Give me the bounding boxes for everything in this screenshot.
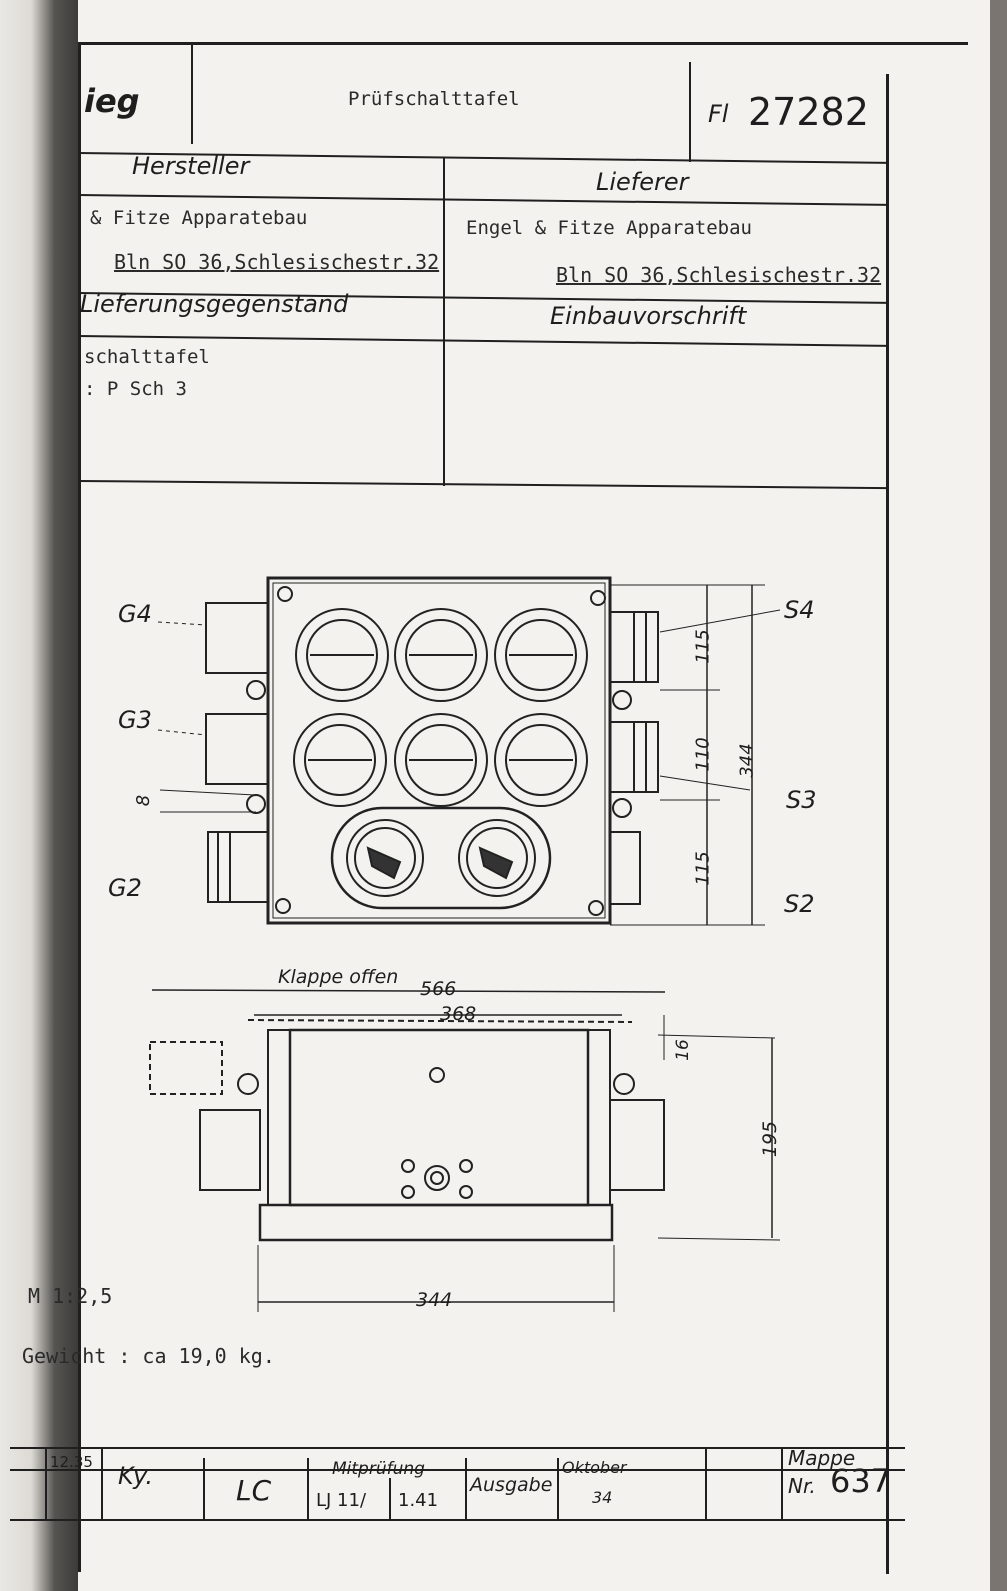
lieferer-address: Bln SO 36,Schlesischestr.32 bbox=[556, 263, 882, 287]
corner-screw-icon bbox=[590, 590, 606, 606]
label-g2: G2 bbox=[108, 874, 142, 902]
doc-number: 27282 bbox=[748, 90, 869, 134]
panel-front-outline bbox=[266, 576, 612, 925]
ausgabe-number: 34 bbox=[592, 1488, 613, 1507]
side-connector-left bbox=[199, 1109, 261, 1191]
document-title: Prüfschalttafel bbox=[348, 88, 520, 110]
footer-initials: LC bbox=[236, 1474, 272, 1507]
dim-344-bottom: 344 bbox=[416, 1289, 453, 1311]
footer-signature: Ky. bbox=[118, 1462, 154, 1490]
binding-shadow bbox=[0, 0, 78, 1591]
dim-115-top: 115 bbox=[692, 629, 714, 664]
dim-16: 16 bbox=[672, 1039, 693, 1061]
klappe-offen-label: Klappe offen bbox=[278, 966, 399, 988]
label-s3: S3 bbox=[786, 786, 817, 814]
mitpruefung-label: Mitprüfung bbox=[332, 1459, 425, 1479]
frame-left-header bbox=[78, 42, 81, 1572]
hersteller-company: & Fitze Apparatebau bbox=[90, 207, 308, 229]
gauge-row-2 bbox=[293, 713, 588, 807]
mappe-label: Mappe bbox=[788, 1446, 856, 1470]
ausgabe-label: Ausgabe bbox=[470, 1474, 553, 1496]
mappe-number: 637 bbox=[830, 1462, 892, 1500]
column-divider bbox=[443, 158, 445, 486]
mitpruefung-value-1: LJ 11/ bbox=[316, 1490, 367, 1511]
label-dim-8: 8 bbox=[133, 794, 155, 807]
connector-g3 bbox=[205, 713, 269, 785]
dim-110: 110 bbox=[692, 737, 714, 772]
ausgabe-signature: Oktober bbox=[562, 1458, 627, 1477]
corner-screw-icon bbox=[588, 900, 604, 916]
label-g3: G3 bbox=[118, 706, 152, 734]
item-type: : P Sch 3 bbox=[84, 378, 187, 400]
frame-top bbox=[78, 42, 968, 45]
corner-screw-icon bbox=[275, 898, 291, 914]
einbauvorschrift-label: Einbauvorschrift bbox=[550, 302, 747, 330]
frame-right bbox=[886, 74, 889, 1574]
weight-label: Gewicht : ca 19,0 kg. bbox=[22, 1344, 275, 1368]
lieferer-company: Engel & Fitze Apparatebau bbox=[466, 217, 752, 239]
header-divider-2 bbox=[689, 62, 691, 162]
label-s2: S2 bbox=[784, 890, 815, 918]
doc-number-prefix: Fl bbox=[708, 100, 729, 128]
corner-screw-icon bbox=[277, 586, 293, 602]
dim-566: 566 bbox=[420, 978, 457, 1000]
side-view-base bbox=[258, 1203, 614, 1242]
lieferungsgegenstand-label: Lieferungsgegenstand bbox=[80, 290, 349, 318]
side-view-body bbox=[288, 1028, 590, 1207]
hersteller-address: Bln SO 36,Schlesischestr.32 bbox=[114, 250, 440, 274]
connector-g4 bbox=[205, 602, 269, 674]
label-s4: S4 bbox=[784, 596, 815, 624]
hersteller-label: Hersteller bbox=[132, 152, 250, 180]
logo-fragment: ieg bbox=[84, 82, 140, 120]
side-connector-right bbox=[609, 1099, 665, 1191]
dim-368: 368 bbox=[440, 1003, 477, 1025]
connector-s2 bbox=[609, 831, 641, 905]
connector-g2 bbox=[207, 831, 269, 903]
header-divider-1 bbox=[191, 44, 193, 144]
dim-115-bottom: 115 bbox=[692, 851, 714, 886]
mappe-nr-label: Nr. bbox=[788, 1474, 816, 1498]
dim-195: 195 bbox=[759, 1120, 782, 1158]
mitpruefung-value-2: 1.41 bbox=[398, 1490, 439, 1511]
gauge-row-1 bbox=[295, 608, 588, 702]
lieferer-label: Lieferer bbox=[596, 168, 689, 196]
switch-plate bbox=[330, 806, 552, 910]
label-g4: G4 bbox=[118, 600, 152, 628]
scale-label: M 1:2,5 bbox=[28, 1284, 113, 1308]
dim-344-vertical: 344 bbox=[736, 743, 758, 778]
item-name: schalttafel bbox=[84, 346, 210, 368]
footer-date: 12.35 bbox=[50, 1453, 93, 1471]
